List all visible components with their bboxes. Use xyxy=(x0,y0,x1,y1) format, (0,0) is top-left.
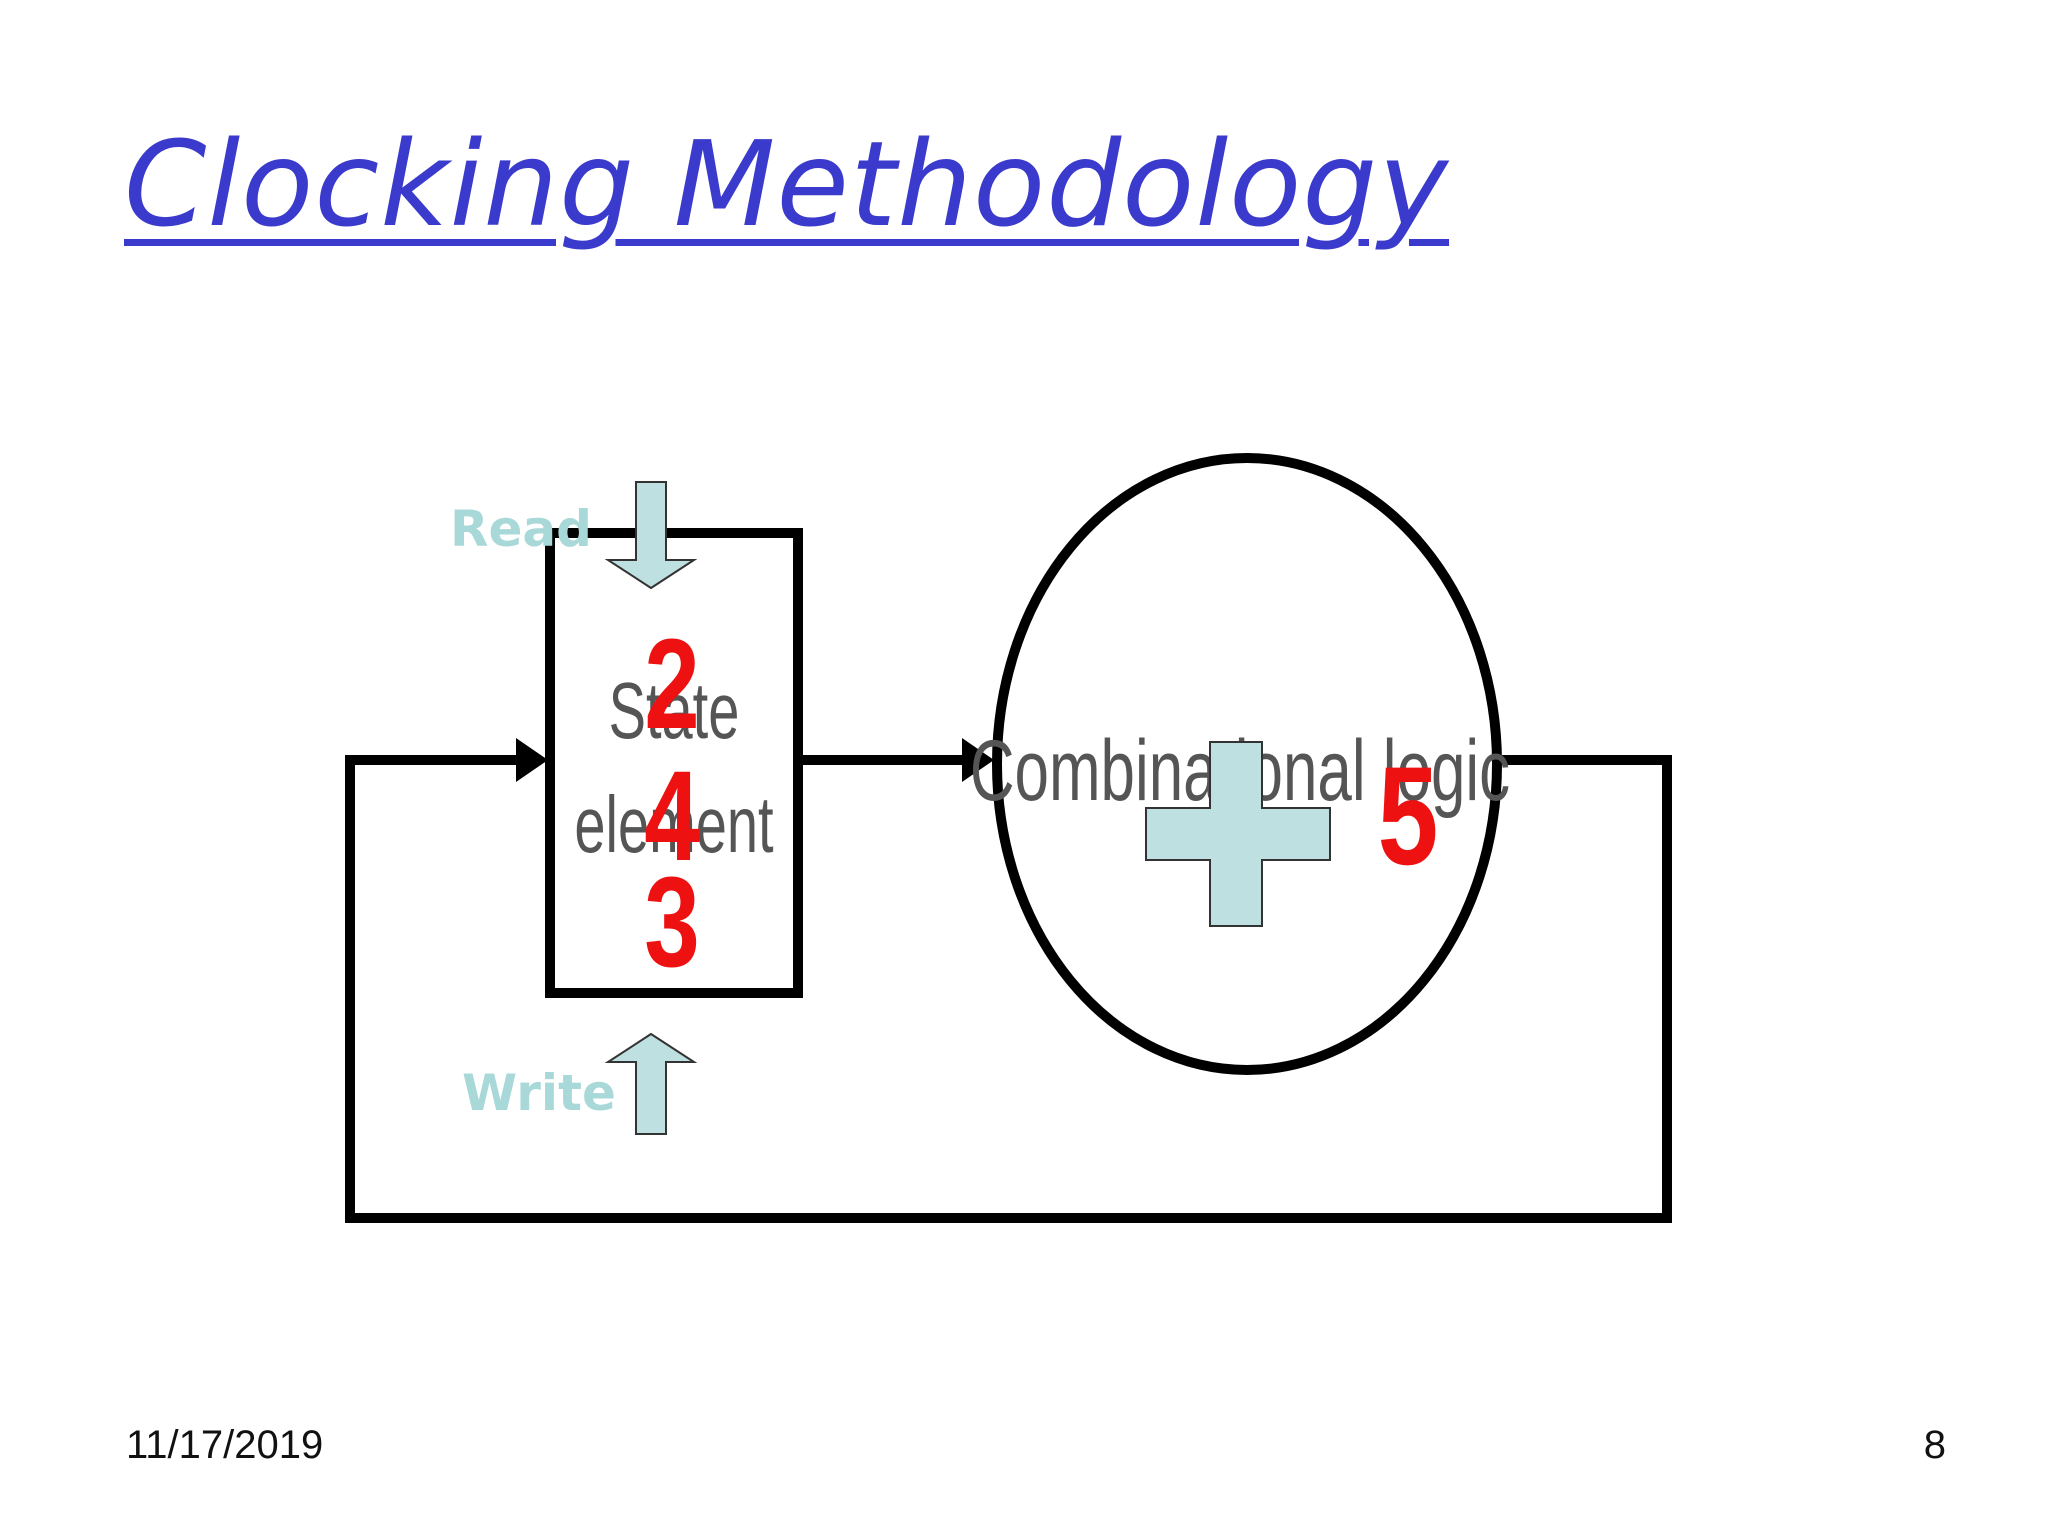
input-arrow-head xyxy=(516,738,548,782)
state-element-label-line1: State xyxy=(609,665,740,755)
plus-icon xyxy=(1145,741,1331,927)
state-element-label-line2: element xyxy=(574,779,773,869)
read-label: Read xyxy=(450,500,592,558)
step-marker-3: 3 xyxy=(644,851,700,994)
logic-arrow-head xyxy=(962,738,994,782)
slide-date: 11/17/2019 xyxy=(126,1423,324,1467)
read-arrow-icon xyxy=(604,481,698,590)
write-label: Write xyxy=(462,1064,616,1122)
step-marker-2: 2 xyxy=(644,613,700,756)
write-arrow-icon xyxy=(604,1032,698,1135)
step-marker-5: 5 xyxy=(1378,737,1439,894)
state-element-box xyxy=(545,528,803,998)
feedback-wire xyxy=(345,755,1672,1223)
step-marker-4: 4 xyxy=(644,745,700,888)
page-number: 8 xyxy=(1923,1423,1946,1467)
slide-title: Clocking Methodology xyxy=(124,115,1450,253)
